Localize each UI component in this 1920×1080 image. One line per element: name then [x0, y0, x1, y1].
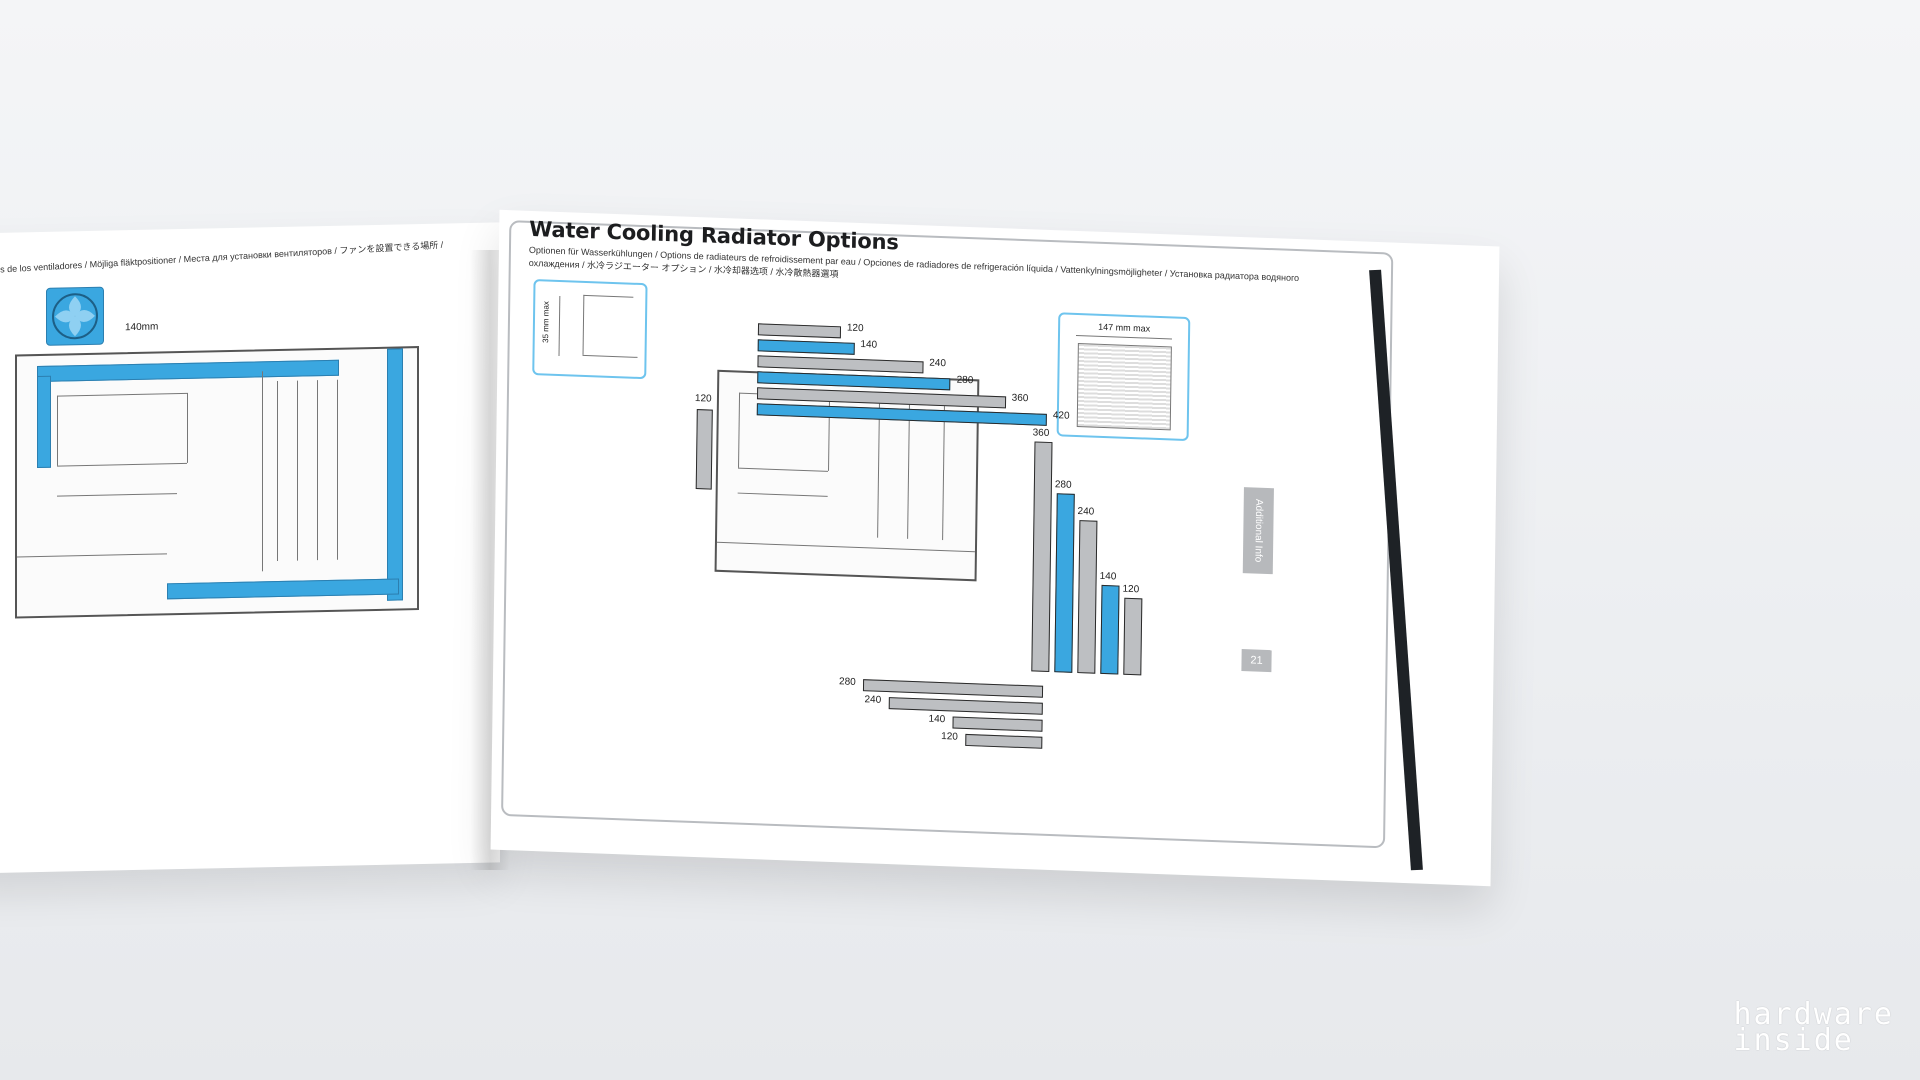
left-page: s de los ventiladores / Möjliga fläktpos…: [0, 222, 500, 874]
radiator-label-rear-120: 120: [694, 392, 712, 405]
thickness-label: 35 mm max: [541, 300, 551, 344]
radiator-label-front-240: 240: [1077, 505, 1095, 518]
right-page: Water Cooling Radiator Options Optionen …: [490, 209, 1500, 887]
watermark-logo: hardware inside: [1733, 997, 1895, 1058]
radiator-bar-front-140: [1100, 584, 1120, 675]
left-page-subtitle: s de los ventiladores / Möjliga fläktpos…: [0, 239, 444, 275]
radiator-label-top-360: 360: [1011, 392, 1029, 405]
width-label: 147 mm max: [1098, 321, 1151, 334]
radiator-label-front-280: 280: [1054, 479, 1072, 491]
radiator-bar-front-360: [1031, 441, 1053, 673]
radiator-sketch: [1076, 343, 1172, 431]
thickness-callout: 35 mm max: [532, 279, 648, 380]
width-callout: 147 mm max: [1056, 312, 1191, 442]
side-tab-additional-info: Additional Info: [1242, 487, 1274, 575]
top-fan-strip: [37, 359, 339, 383]
radiator-label-top-420: 420: [1052, 410, 1070, 422]
radiator-label-top-280: 280: [956, 374, 974, 387]
radiator-bar-front-280: [1054, 493, 1075, 673]
rear-fan-strip: [37, 375, 51, 469]
watermark-line1: hardware: [1733, 997, 1894, 1032]
radiator-label-top-140: 140: [860, 339, 878, 351]
radiator-label-front-120: 120: [1122, 584, 1140, 596]
radiator-label-bottom-120: 120: [941, 731, 958, 743]
radiator-label-front-360: 360: [1032, 427, 1050, 439]
radiator-bar-rear-120: [695, 409, 713, 490]
watermark-line2: inside: [1733, 1023, 1854, 1058]
radiator-label-top-120: 120: [846, 322, 864, 335]
bottom-fan-strip: [167, 578, 399, 600]
radiator-label-bottom-240: 240: [864, 694, 882, 706]
fan-size-label: 140mm: [125, 321, 159, 334]
fan-icon: [46, 286, 104, 346]
radiator-label-front-140: 140: [1099, 570, 1117, 582]
radiator-bar-front-120: [1123, 598, 1143, 676]
radiator-label-bottom-140: 140: [928, 713, 946, 726]
front-fan-strip: [387, 348, 403, 601]
case-drawing-left: [15, 346, 419, 619]
radiator-label-top-240: 240: [929, 357, 947, 370]
radiator-label-bottom-280: 280: [838, 676, 856, 688]
radiator-bar-front-240: [1077, 519, 1098, 674]
page-number: 21: [1241, 649, 1272, 673]
